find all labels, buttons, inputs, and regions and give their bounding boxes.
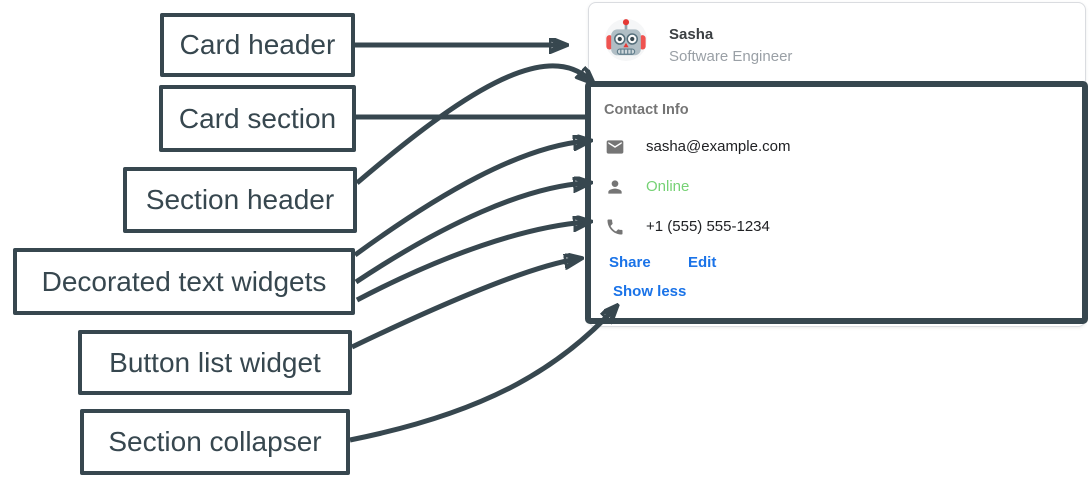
email-icon [605, 137, 625, 157]
card-header-subtitle: Software Engineer [669, 48, 793, 65]
edit-button[interactable]: Edit [688, 254, 717, 271]
label-text: Decorated text widgets [41, 265, 327, 297]
arrow-section-header [355, 63, 590, 185]
contact-card: Sasha Software Engineer Contact Info sas… [588, 2, 1086, 327]
arrow-decorated-text-phone [355, 222, 586, 303]
label-box-card-section: Card section [159, 85, 356, 152]
robot-avatar-icon [603, 16, 649, 62]
arrow-section-collapser [349, 309, 614, 443]
label-box-button-list-widget: Button list widget [78, 330, 352, 395]
label-box-card-header: Card header [160, 13, 355, 77]
arrow-decorated-text-email [353, 141, 586, 258]
decorated-text-email: sasha@example.com [646, 138, 791, 155]
arrow-button-list [350, 259, 577, 350]
label-text: Card section [178, 102, 337, 134]
label-text: Card header [179, 29, 336, 60]
label-box-decorated-text-widgets: Decorated text widgets [13, 248, 355, 315]
label-text: Section collapser [108, 426, 322, 457]
label-box-section-collapser: Section collapser [80, 409, 350, 475]
label-text: Section header [145, 184, 335, 215]
decorated-text-status: Online [646, 178, 690, 195]
show-less-button[interactable]: Show less [613, 283, 687, 300]
label-text: Button list widget [109, 346, 321, 378]
phone-icon [605, 217, 625, 237]
section-header-title: Contact Info [604, 102, 689, 118]
person-icon [605, 177, 625, 197]
card-header-name: Sasha [669, 26, 714, 43]
share-button[interactable]: Share [609, 254, 651, 271]
arrow-decorated-text-status [354, 183, 586, 285]
decorated-text-phone: +1 (555) 555-1234 [646, 218, 770, 235]
label-box-section-header: Section header [123, 167, 357, 233]
